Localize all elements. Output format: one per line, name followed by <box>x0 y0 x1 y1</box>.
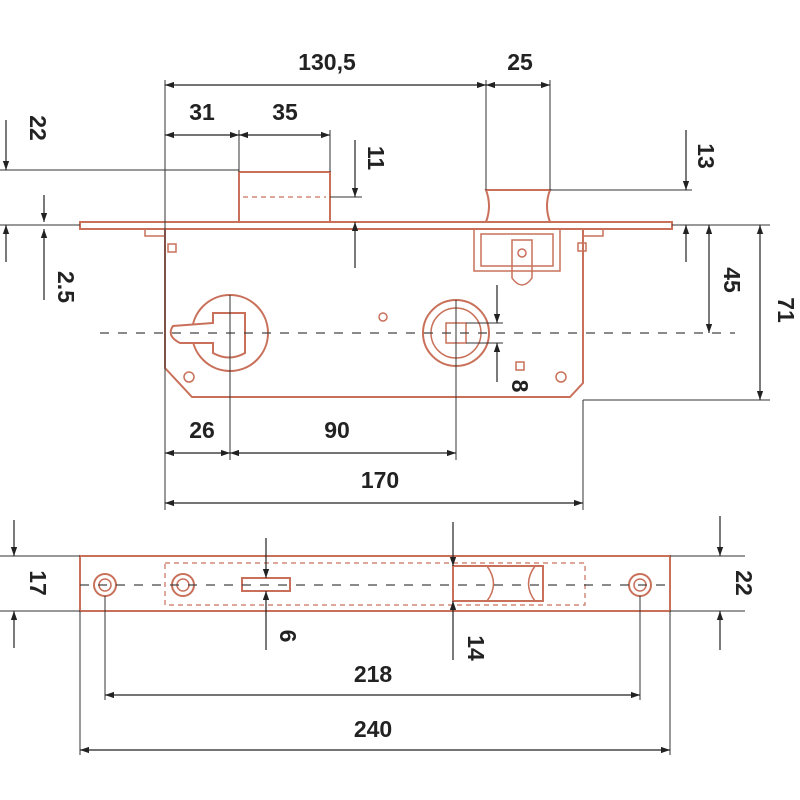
right-square-mark <box>577 242 587 252</box>
label-13: 13 <box>693 143 719 169</box>
label-35: 35 <box>272 99 298 125</box>
top-extension-lines <box>0 80 770 510</box>
bolt-housing <box>473 228 561 272</box>
bolt-slot <box>452 565 544 602</box>
bottom-dimension-labels: 17 22 6 14 218 240 <box>25 570 757 742</box>
label-45: 45 <box>719 267 745 293</box>
label-170: 170 <box>361 467 399 493</box>
label-14: 14 <box>463 635 489 661</box>
dead-bolt <box>484 189 552 223</box>
bolt-tail-hole <box>517 248 527 258</box>
bolt-face <box>486 565 536 602</box>
label-25: 25 <box>507 49 533 75</box>
label-11: 11 <box>363 146 389 171</box>
label-130-5: 130,5 <box>298 49 356 75</box>
corner-hole-left <box>183 371 195 383</box>
top-dimension-labels: 130,5 25 31 35 22 2.5 11 13 45 71 8 26 9… <box>25 49 799 493</box>
small-square <box>515 361 525 371</box>
label-218: 218 <box>354 661 393 687</box>
right-tab <box>582 228 604 237</box>
left-square-mark <box>167 243 177 253</box>
label-22-top: 22 <box>25 115 51 141</box>
label-31: 31 <box>189 99 215 125</box>
faceplate-strip <box>79 221 673 230</box>
bolt-tail <box>511 239 533 286</box>
bolt-housing-inner <box>480 233 554 267</box>
label-240: 240 <box>354 716 392 742</box>
top-dimension-lines <box>2 81 764 507</box>
label-71: 71 <box>773 297 799 323</box>
bottom-extension-lines <box>0 555 745 755</box>
label-8: 8 <box>507 380 533 393</box>
faceplate-hidden-case <box>164 562 586 606</box>
bottom-dimension-lines <box>10 516 724 754</box>
cylinder-cam <box>169 312 246 359</box>
label-2-5: 2.5 <box>53 271 79 303</box>
faceplate-rect <box>79 555 671 612</box>
small-hole <box>378 312 388 322</box>
label-90: 90 <box>324 417 350 443</box>
label-26: 26 <box>189 417 215 443</box>
faceplate-front-view <box>79 555 671 612</box>
label-22-right: 22 <box>731 570 757 596</box>
label-6: 6 <box>275 630 301 643</box>
corner-hole-right <box>555 371 567 383</box>
lock-side-view <box>79 171 735 398</box>
left-tab <box>144 228 166 237</box>
label-17: 17 <box>25 570 51 596</box>
